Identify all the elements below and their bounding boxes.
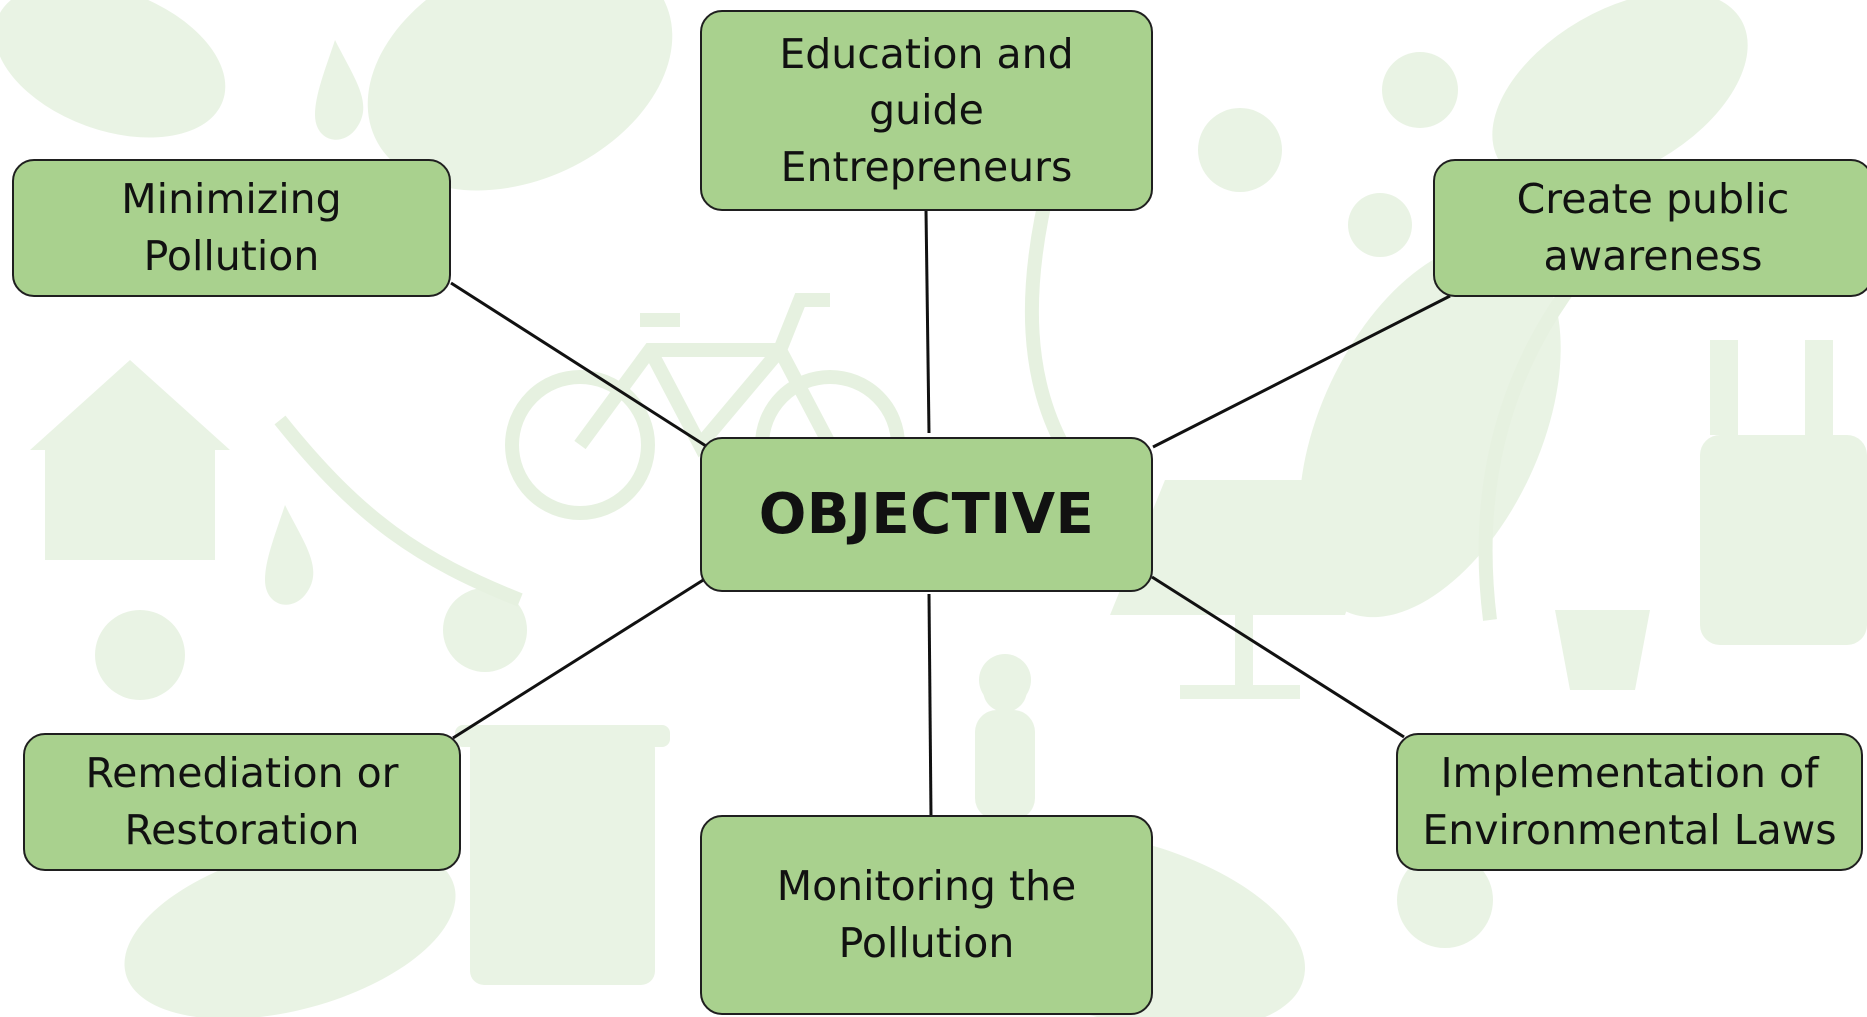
objective-node: OBJECTIVE <box>700 437 1153 592</box>
remediation-node: Remediation or Restoration <box>23 733 461 871</box>
connector-minimizing <box>450 281 707 448</box>
connector-awareness <box>1152 294 1451 449</box>
create-awareness-node: Create public awareness <box>1433 159 1867 297</box>
education-node: Education and guide Entrepreneurs <box>700 10 1153 211</box>
education-label: Education and guide Entrepreneurs <box>779 29 1074 191</box>
objective-label: OBJECTIVE <box>758 481 1095 547</box>
connector-monitoring <box>927 593 933 818</box>
connector-education <box>924 209 931 434</box>
connector-remediation <box>452 575 709 740</box>
monitoring-label: Monitoring the Pollution <box>776 862 1077 967</box>
connector-implementation <box>1151 575 1405 739</box>
create-awareness-label: Create public awareness <box>1516 175 1790 280</box>
implementation-label: Implementation of Environmental Laws <box>1422 749 1837 854</box>
remediation-label: Remediation or Restoration <box>85 749 399 854</box>
minimizing-pollution-label: Minimizing Pollution <box>121 175 342 280</box>
monitoring-node: Monitoring the Pollution <box>700 815 1153 1015</box>
implementation-node: Implementation of Environmental Laws <box>1396 733 1863 871</box>
minimizing-pollution-node: Minimizing Pollution <box>12 159 451 297</box>
